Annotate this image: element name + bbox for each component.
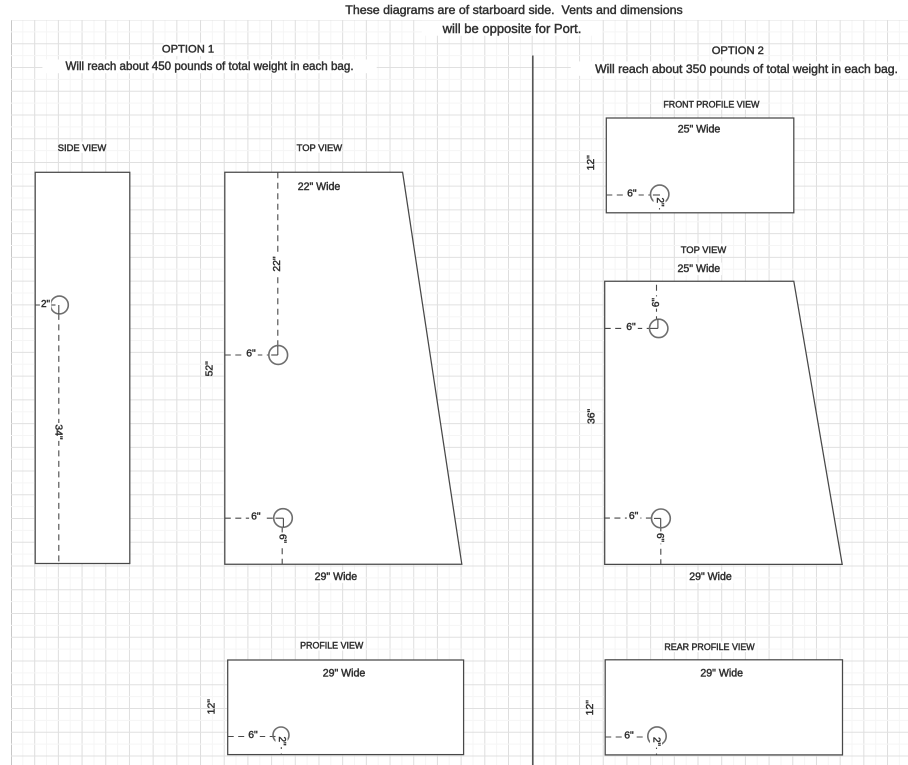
svg-text:OPTION 2: OPTION 2	[712, 45, 764, 57]
svg-text:2": 2"	[41, 299, 51, 310]
svg-text:12": 12"	[207, 699, 218, 715]
svg-text:25" Wide: 25" Wide	[678, 124, 721, 136]
svg-text:PROFILE VIEW: PROFILE VIEW	[300, 641, 364, 651]
svg-text:FRONT PROFILE VIEW: FRONT PROFILE VIEW	[663, 100, 760, 110]
svg-text:29" Wide: 29" Wide	[700, 668, 743, 680]
svg-text:25" Wide: 25" Wide	[677, 263, 720, 275]
svg-text:6": 6"	[246, 349, 256, 360]
svg-text:6": 6"	[626, 322, 636, 333]
svg-text:6": 6"	[627, 188, 637, 199]
svg-text:TOP VIEW: TOP VIEW	[681, 244, 727, 255]
svg-text:22": 22"	[272, 256, 283, 272]
svg-text:6": 6"	[654, 533, 665, 543]
svg-text:6": 6"	[277, 534, 288, 544]
svg-text:REAR PROFILE VIEW: REAR PROFILE VIEW	[664, 642, 755, 652]
svg-text:SIDE VIEW: SIDE VIEW	[58, 142, 107, 153]
svg-text:Will reach about 450 pounds of: Will reach about 450 pounds of total wei…	[65, 60, 353, 73]
svg-text:OPTION 1: OPTION 1	[162, 44, 214, 56]
svg-text:12": 12"	[586, 155, 597, 171]
svg-text:52": 52"	[205, 361, 216, 377]
svg-text:34": 34"	[52, 424, 63, 440]
svg-text:36": 36"	[587, 408, 598, 424]
svg-text:will be opposite for Port.: will be opposite for Port.	[442, 21, 582, 36]
svg-text:12": 12"	[585, 700, 596, 716]
svg-text:6": 6"	[629, 511, 639, 522]
svg-text:6": 6"	[624, 731, 634, 742]
svg-text:2": 2"	[651, 737, 662, 747]
svg-text:29" Wide: 29" Wide	[323, 668, 366, 680]
svg-text:2": 2"	[276, 736, 287, 746]
svg-text:6": 6"	[651, 298, 662, 308]
svg-text:22" Wide: 22" Wide	[298, 181, 341, 193]
svg-text:29" Wide: 29" Wide	[315, 571, 358, 583]
svg-text:6": 6"	[251, 511, 261, 522]
svg-text:TOP VIEW: TOP VIEW	[297, 142, 343, 153]
svg-text:6": 6"	[248, 730, 258, 741]
svg-text:29" Wide: 29" Wide	[689, 571, 732, 583]
svg-text:Will reach about 350 pounds of: Will reach about 350 pounds of total wei…	[595, 62, 898, 76]
svg-text:These diagrams are of starboar: These diagrams are of starboard side. Ve…	[345, 3, 683, 17]
svg-text:2": 2"	[654, 197, 665, 207]
